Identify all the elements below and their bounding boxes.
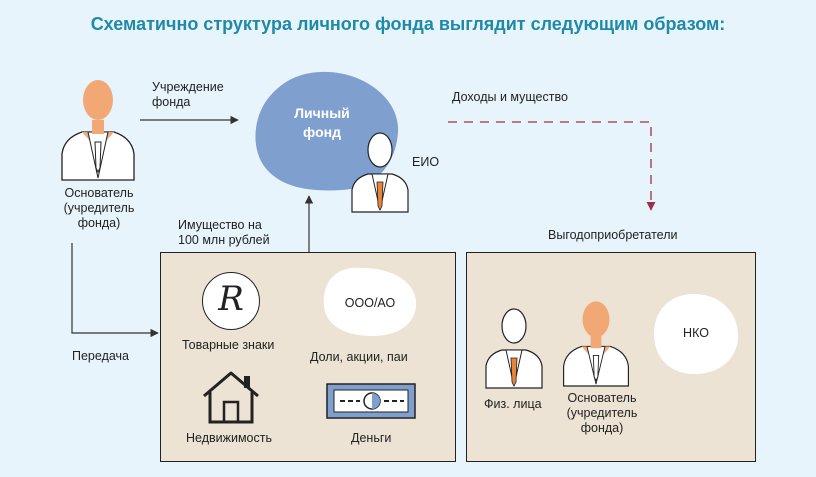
trademark-glyph: R — [218, 279, 244, 319]
trademarks-label: Товарные знаки — [182, 338, 275, 352]
trademark-icon — [202, 272, 260, 330]
fund-blob — [255, 71, 399, 191]
founder-beneficiary-icon — [563, 301, 629, 387]
nko-badge-blob — [654, 294, 738, 374]
nko-badge-label: НКО — [683, 326, 709, 340]
transfer-label: Передача — [72, 349, 130, 363]
establishment-label: Учреждение фонда — [152, 80, 224, 109]
eio-person-icon — [351, 132, 409, 213]
founder-beneficiary-label: Основатель (учредитель фонда) — [566, 391, 638, 435]
income-label: Доходы и мущество — [452, 90, 568, 104]
realty-label: Недвижимость — [186, 431, 272, 445]
shares-label: Доли, акции, паи — [310, 350, 408, 364]
founder-person-icon — [61, 80, 135, 181]
property-caption: Имущество на 100 млн рублей — [178, 218, 270, 247]
money-label: Деньги — [351, 431, 392, 445]
page-title: Схематично структура личного фонда выгля… — [90, 14, 726, 34]
income-dashed-arrow — [448, 121, 656, 211]
eio-label: ЕИО — [412, 155, 440, 169]
transfer-arrow — [71, 243, 159, 338]
individual-person-icon — [485, 308, 543, 389]
fund-label: Личный фонд — [294, 105, 350, 140]
beneficiaries-caption: Выгодоприобретатели — [548, 228, 678, 242]
individuals-label: Физ. лица — [484, 397, 542, 411]
house-icon — [203, 371, 259, 424]
llc-badge-label: ООО/АО — [344, 296, 396, 310]
founder-left-label: Основатель (учредитель фонда) — [63, 186, 135, 230]
llc-badge-blob — [323, 267, 417, 336]
banknote-icon — [326, 383, 416, 419]
